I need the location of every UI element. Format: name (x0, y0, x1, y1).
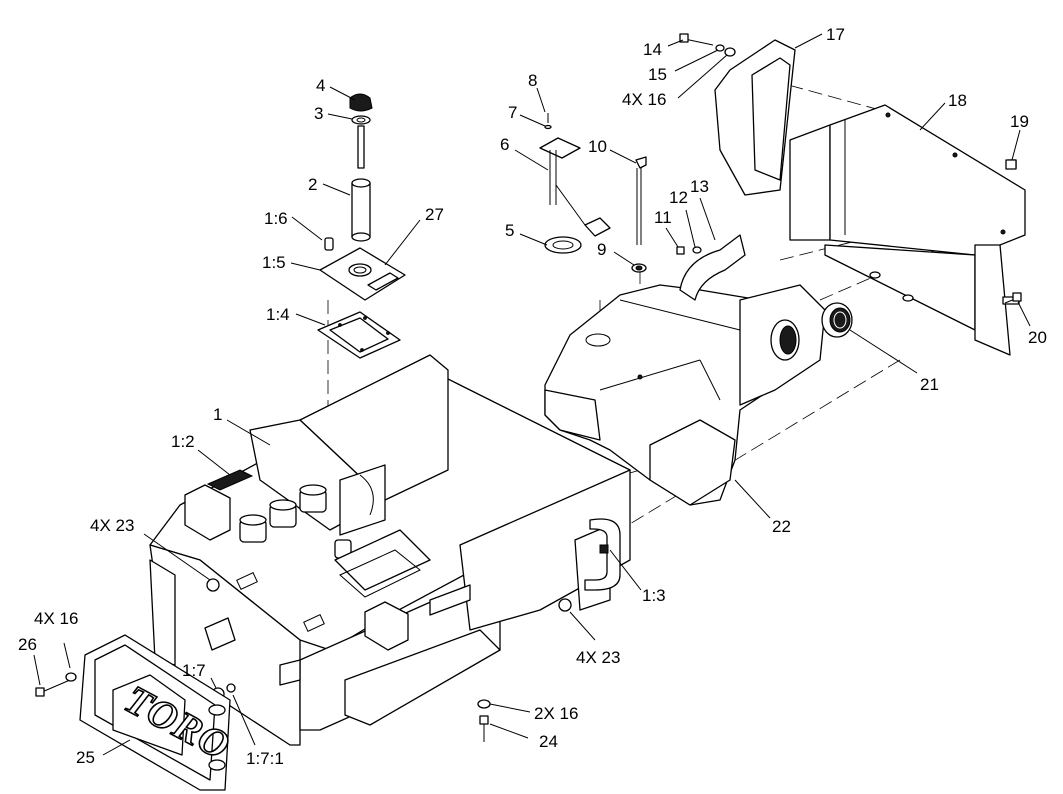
callout-1-4: 1:4 (266, 305, 290, 324)
callout-9: 9 (597, 240, 606, 259)
bolt-part-19 (1005, 159, 1017, 170)
callout-12: 12 (669, 188, 688, 207)
vent-tube-assembly (631, 156, 647, 273)
sender-plate-assembly (317, 237, 406, 359)
callout-4x23-right: 4X 23 (576, 648, 620, 667)
callout-1: 1 (213, 405, 222, 424)
callout-26: 26 (18, 635, 37, 654)
callout-1-6: 1:6 (264, 209, 288, 228)
callout-11: 11 (654, 208, 672, 227)
fuel-tank-part-22 (544, 284, 826, 506)
callout-1-7: 1:7 (182, 661, 206, 680)
callout-5: 5 (505, 221, 514, 240)
callout-17: 17 (826, 25, 845, 44)
filler-tube-assembly (349, 93, 373, 242)
callout-25: 25 (76, 748, 95, 767)
callout-13: 13 (690, 177, 709, 196)
callout-1-7-1: 1:7:1 (246, 749, 284, 768)
leader-lines (33, 33, 1031, 756)
callout-4x23-left: 4X 23 (90, 516, 134, 535)
callout-2: 2 (308, 175, 317, 194)
callout-1-2: 1:2 (171, 432, 195, 451)
fuel-sender-assembly (539, 113, 611, 254)
pad-part-17 (679, 33, 796, 196)
callout-10: 10 (588, 137, 607, 156)
callout-3: 3 (314, 104, 323, 123)
nut-part-23 (206, 578, 572, 612)
callout-22: 22 (772, 517, 791, 536)
callout-1-5: 1:5 (262, 253, 286, 272)
callout-20: 20 (1028, 328, 1047, 347)
callout-7: 7 (508, 103, 517, 122)
callout-6: 6 (500, 135, 509, 154)
callout-21: 21 (920, 375, 939, 394)
callout-4x16-left: 4X 16 (34, 609, 78, 628)
callout-15: 15 (648, 65, 667, 84)
callout-19: 19 (1010, 112, 1029, 131)
fuel-cap-part-21 (821, 302, 853, 338)
callout-4: 4 (316, 76, 325, 95)
callout-27: 27 (425, 205, 444, 224)
callout-18: 18 (948, 91, 967, 110)
callout-2x16: 2X 16 (534, 704, 578, 723)
tank-strap-assembly (676, 234, 746, 301)
callout-14: 14 (643, 40, 662, 59)
callout-1-3: 1:3 (642, 586, 666, 605)
main-frame-part-1 (149, 354, 631, 746)
callout-24: 24 (539, 732, 558, 751)
bolt-part-20 (1004, 292, 1022, 304)
bottom-bolt-part-24 (477, 699, 491, 742)
callout-8: 8 (528, 71, 537, 90)
callout-labels: 4 3 2 1:6 27 1:5 1:4 1 1:2 4X 23 4X 16 2… (18, 25, 1047, 768)
callout-4x16-top: 4X 16 (622, 90, 666, 109)
front-cover-part-25: TORO (35, 634, 239, 791)
seat-bracket-part-18 (789, 104, 1026, 356)
